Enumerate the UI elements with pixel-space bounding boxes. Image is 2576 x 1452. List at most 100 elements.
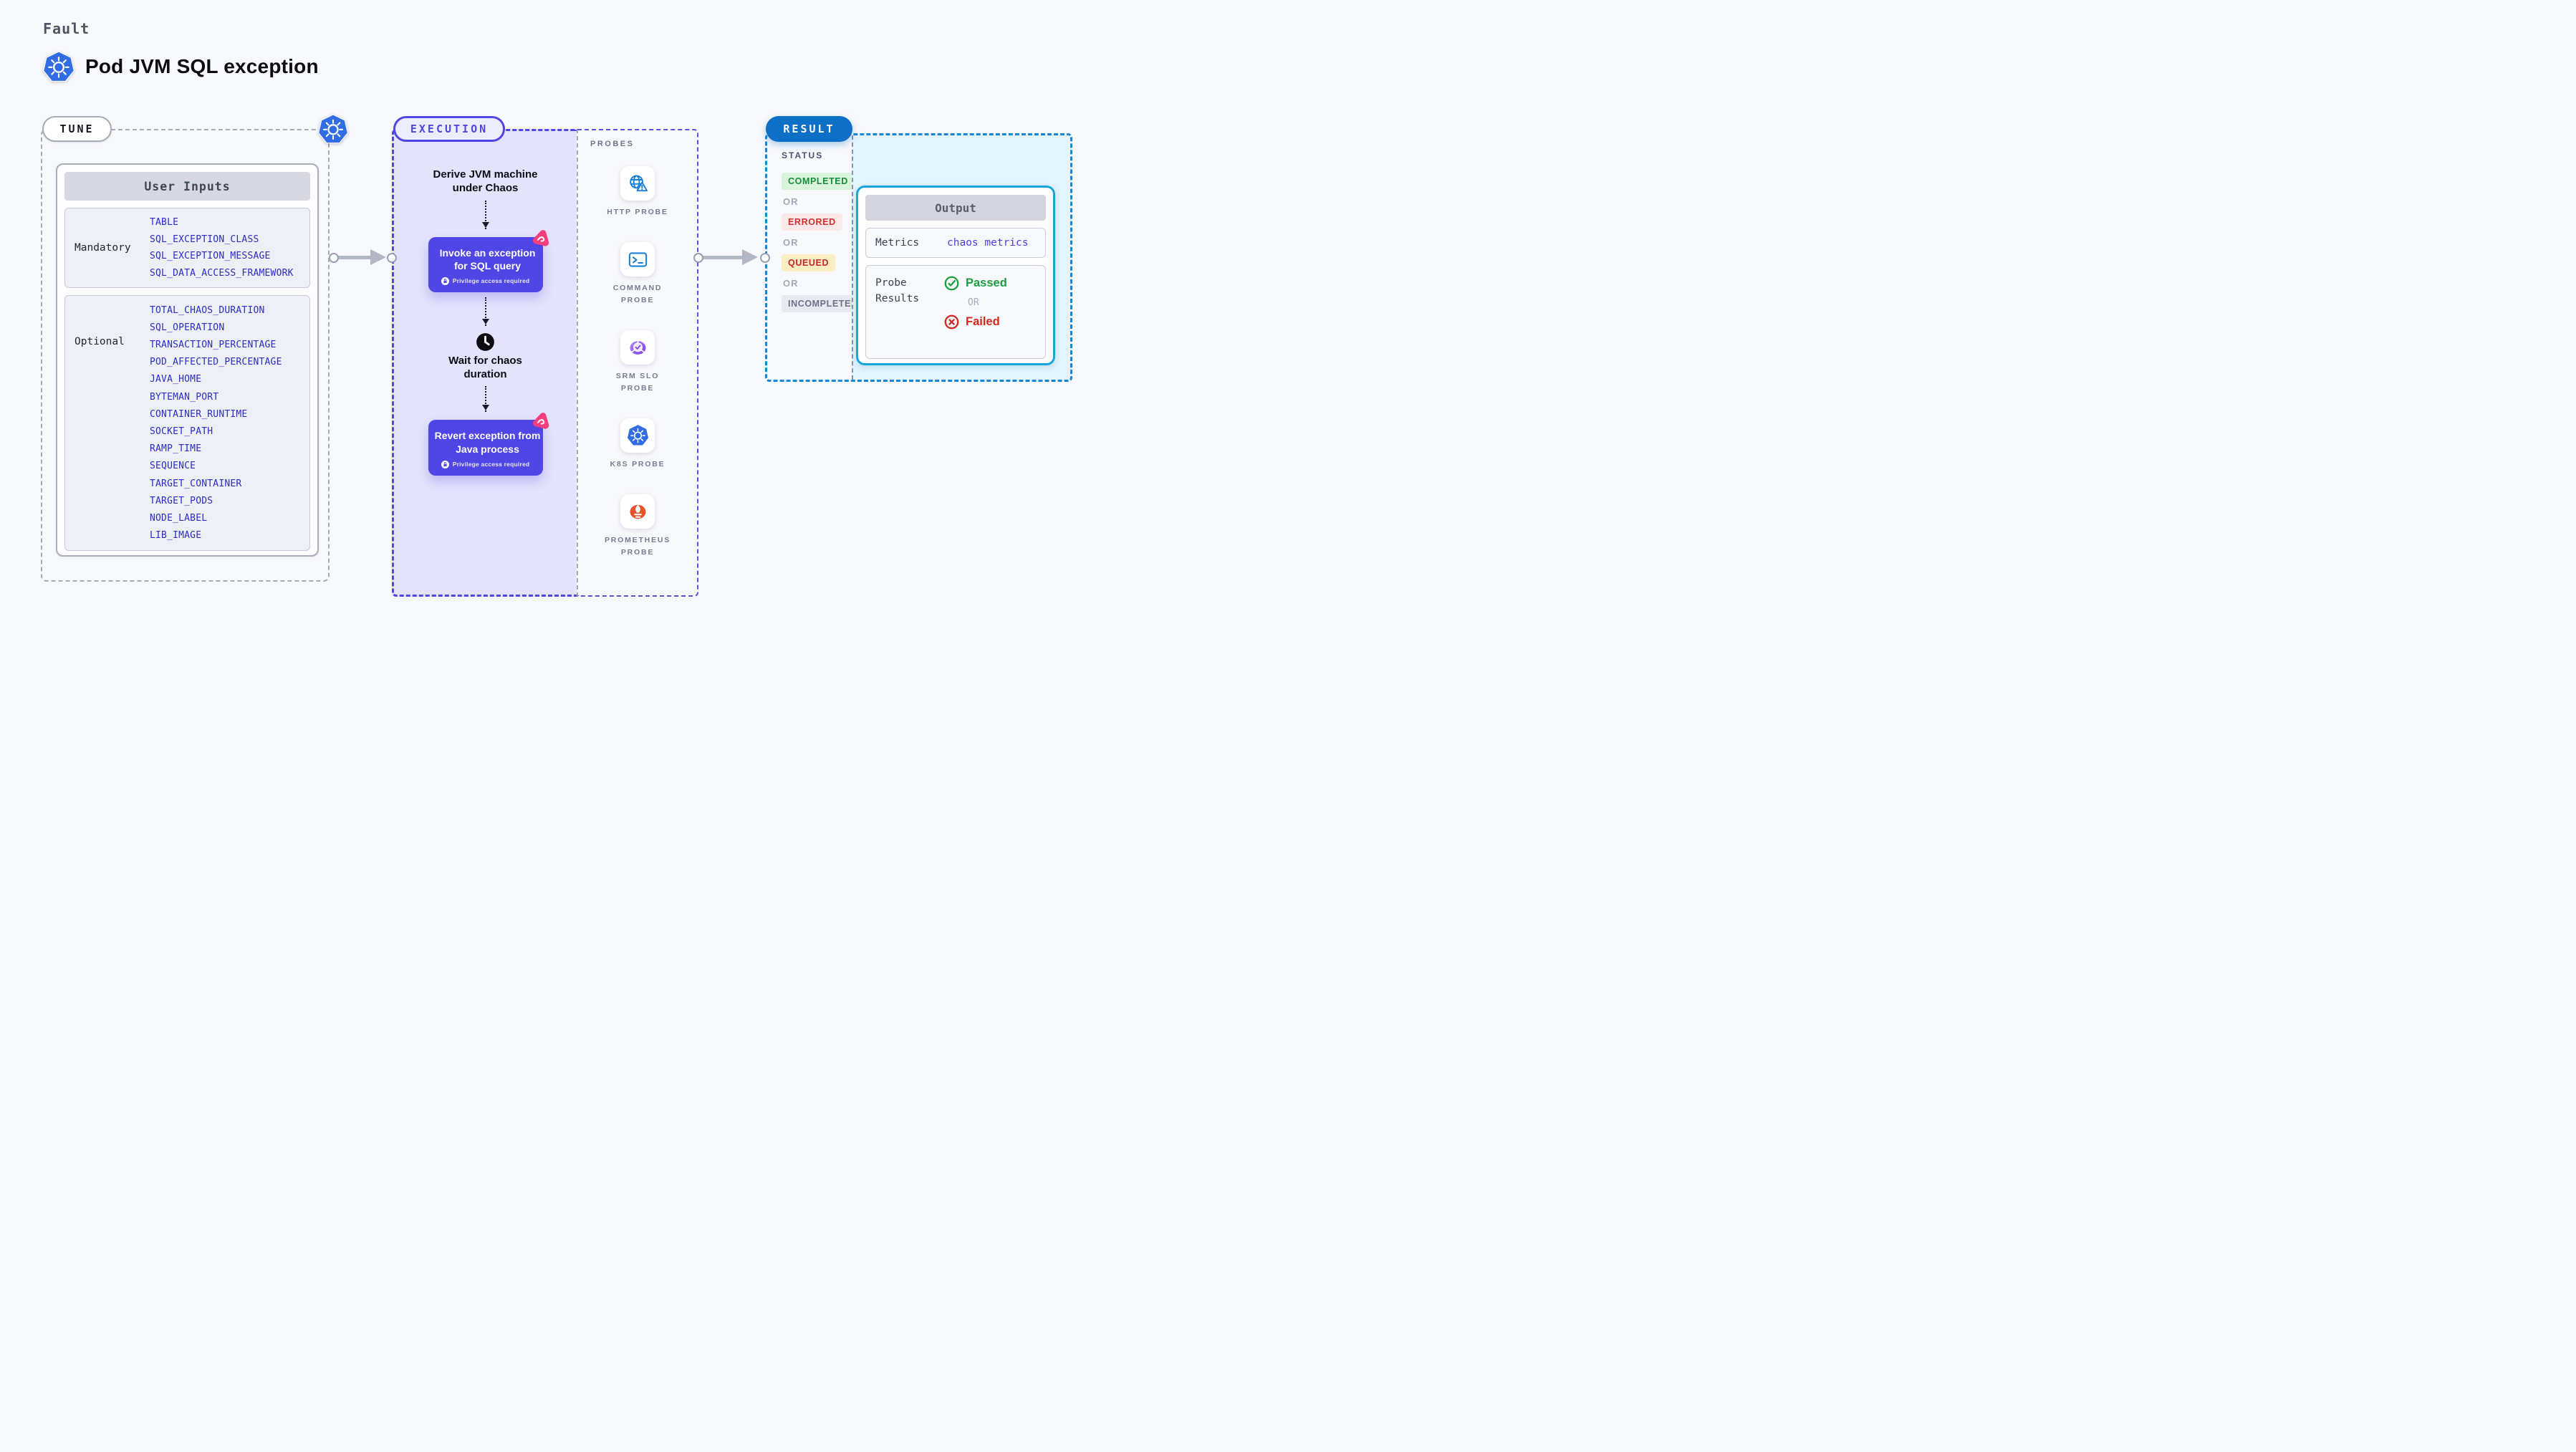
or-label: OR [783, 278, 799, 289]
privilege-badge: Privilege access required [434, 277, 537, 285]
probe-item-k8s: K8S PROBE [603, 418, 672, 470]
input-item: TOTAL_CHAOS_DURATION [150, 304, 265, 316]
k8s-probe-icon [627, 424, 649, 446]
tune-pill: TUNE [42, 116, 112, 142]
step-invoke-exception: Invoke an exception for SQL query Privil… [428, 237, 543, 292]
tune-to-execution-arrow [329, 249, 397, 265]
probes-section: PROBES HTTP PROBE COMMAND PROBE SRM SLO … [577, 129, 698, 597]
step-wait-label: Wait for chaos duration [448, 354, 522, 380]
kubernetes-icon [43, 51, 75, 82]
input-item: JAVA_HOME [150, 374, 202, 385]
flow-arrow-down [481, 386, 489, 413]
flow-arrow-down [481, 200, 489, 229]
or-label: OR [783, 237, 799, 248]
metrics-label: Metrics [875, 237, 920, 249]
passed-label: Passed [966, 277, 1007, 289]
probe-tile [620, 166, 655, 201]
input-item: SQL_EXCEPTION_CLASS [150, 234, 259, 245]
probe-label: HTTP PROBE [607, 208, 668, 216]
probe-tile [620, 418, 655, 453]
execution-to-result-arrow [693, 249, 770, 265]
litmus-chaos-icon [532, 410, 552, 430]
status-badge-queued: QUEUED [782, 254, 836, 271]
input-item: CONTAINER_RUNTIME [150, 408, 248, 420]
flow-arrow-down [481, 297, 489, 326]
group-label: Optional [75, 336, 125, 347]
probe-tile [620, 242, 655, 277]
privilege-badge: Privilege access required [434, 461, 537, 468]
mandatory-input-list: TABLE SQL_EXCEPTION_CLASS SQL_EXCEPTION_… [150, 208, 309, 287]
input-item: SQL_EXCEPTION_MESSAGE [150, 251, 271, 262]
status-column: STATUS COMPLETED OR ERRORED OR QUEUED OR… [767, 135, 865, 380]
status-badge-errored: ERRORED [782, 213, 842, 231]
probes-heading: PROBES [590, 140, 635, 148]
probe-result-failed: Failed [944, 314, 1000, 330]
or-label: OR [968, 297, 979, 308]
input-item: TARGET_CONTAINER [150, 478, 242, 489]
step-derive-label: Derive JVM machine under Chaos [433, 168, 538, 194]
clock-icon [476, 332, 495, 352]
page-title: Pod JVM SQL exception [85, 55, 319, 77]
fault-diagram: Fault Pod JVM SQL exception TUNE User In… [0, 0, 1103, 633]
x-circle-icon [944, 314, 959, 330]
step-title: Revert exception from Java process [434, 430, 541, 455]
result-pill: RESULT [766, 116, 852, 142]
user-inputs-header: User Inputs [64, 172, 310, 201]
status-heading: STATUS [782, 150, 824, 160]
optional-inputs-group: Optional TOTAL_CHAOS_DURATION SQL_OPERAT… [64, 295, 310, 551]
input-item: RAMP_TIME [150, 443, 202, 455]
metrics-row: Metrics chaos metrics [865, 228, 1046, 258]
chaos-metrics-link[interactable]: chaos metrics [947, 237, 1029, 249]
tune-section [41, 129, 330, 582]
probe-label: K8S PROBE [610, 459, 665, 468]
or-label: OR [783, 196, 799, 207]
probe-item-prometheus: PROMETHEUS PROBE [603, 494, 672, 558]
probe-label: SRM SLO PROBE [615, 372, 660, 393]
input-item: NODE_LABEL [150, 513, 208, 524]
step-revert-exception: Revert exception from Java process Privi… [428, 420, 543, 476]
probe-tile [620, 330, 655, 365]
input-item: POD_AFFECTED_PERCENTAGE [150, 357, 282, 368]
command-probe-icon [627, 249, 649, 271]
input-item: TRANSACTION_PERCENTAGE [150, 340, 277, 350]
input-item: SOCKET_PATH [150, 426, 213, 438]
privilege-label: Privilege access required [452, 461, 530, 468]
input-item: SQL_DATA_ACCESS_FRAMEWORK [150, 267, 294, 279]
mandatory-inputs-group: Mandatory TABLE SQL_EXCEPTION_CLASS SQL_… [64, 208, 310, 288]
probe-item-command: COMMAND PROBE [603, 242, 672, 306]
litmus-chaos-icon [532, 228, 552, 247]
probe-item-srm-slo: SRM SLO PROBE [603, 330, 672, 394]
failed-label: Failed [966, 315, 1000, 328]
probe-result-passed: Passed [944, 276, 1007, 291]
kubernetes-icon [318, 114, 348, 144]
privilege-label: Privilege access required [452, 277, 530, 285]
prometheus-probe-icon [627, 501, 649, 523]
http-probe-icon [627, 173, 649, 195]
lock-icon [441, 461, 449, 468]
probe-results-label: Probe Results [875, 277, 920, 304]
status-badge-completed: COMPLETED [782, 173, 855, 190]
output-card: Output Metrics chaos metrics Probe Resul… [856, 186, 1055, 365]
execution-section: Derive JVM machine under Chaos Invoke an… [392, 129, 577, 597]
probe-label: PROMETHEUS PROBE [604, 536, 671, 557]
probe-label: COMMAND PROBE [612, 284, 663, 304]
probe-tile [620, 494, 655, 529]
user-inputs-card: User Inputs Mandatory TABLE SQL_EXCEPTIO… [56, 163, 319, 557]
execution-pill: EXECUTION [393, 116, 505, 142]
lock-icon [441, 277, 449, 285]
input-item: LIB_IMAGE [150, 530, 202, 542]
input-item: SQL_OPERATION [150, 322, 225, 333]
input-item: TABLE [150, 217, 179, 229]
status-badge-incompleted: INCOMPLETED [782, 295, 865, 312]
input-item: TARGET_PODS [150, 495, 213, 506]
input-item: BYTEMAN_PORT [150, 391, 219, 403]
check-circle-icon [944, 276, 959, 291]
optional-input-list: TOTAL_CHAOS_DURATION SQL_OPERATION TRANS… [150, 296, 309, 550]
srm-slo-probe-icon [627, 337, 649, 359]
input-item: SEQUENCE [150, 461, 196, 472]
output-header: Output [865, 195, 1046, 221]
step-title: Invoke an exception for SQL query [439, 246, 536, 271]
probe-results-row: Probe Results Passed OR Failed [865, 265, 1046, 359]
group-label: Mandatory [75, 242, 131, 254]
fault-kicker: Fault [43, 20, 90, 37]
